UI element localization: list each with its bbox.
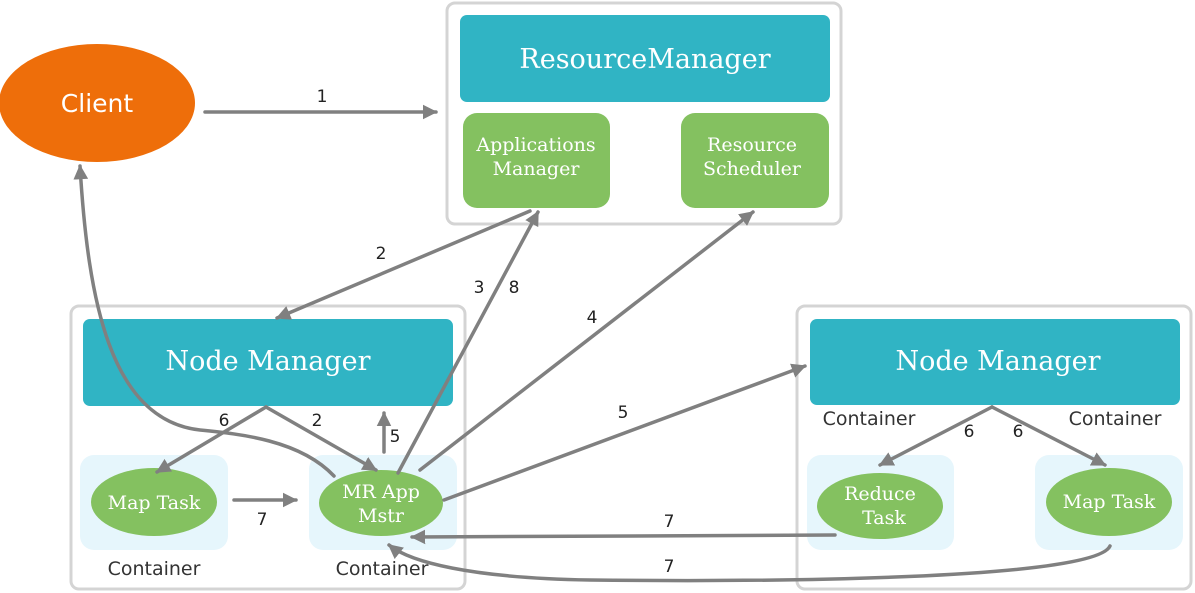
arrow-2-nm-to-mr (264, 405, 378, 472)
reduce-task-line2: Task (862, 507, 906, 529)
arrow-client-return (73, 164, 336, 478)
reduce-task (817, 473, 943, 539)
step-2-top: 2 (376, 244, 387, 264)
map-task-right (1046, 468, 1172, 536)
step-5-right: 5 (618, 403, 629, 423)
step-8: 8 (509, 278, 520, 298)
map-task-right-label: Map Task (1063, 491, 1156, 513)
arrow-6-right-b (990, 405, 1107, 467)
applications-manager-line1: Applications (475, 134, 595, 156)
container-right-1-label: Container (823, 408, 916, 430)
step-6-right-b: 6 (1013, 422, 1024, 442)
arrow-7-map (387, 543, 1112, 583)
arrow-2-rm-to-nm (275, 209, 532, 320)
node-manager-right-box (810, 319, 1180, 405)
mr-app-master (319, 470, 443, 536)
arrow-3 (396, 210, 540, 475)
step-6-left: 6 (219, 411, 230, 431)
step-5-up: 5 (390, 427, 401, 447)
container-left-1-label: Container (108, 558, 201, 580)
step-7-map: 7 (664, 557, 675, 577)
client-label: Client (61, 89, 134, 118)
resource-scheduler-box (681, 113, 829, 208)
map-task-left (91, 468, 217, 536)
container-right-2-label: Container (1069, 408, 1162, 430)
map-task-left-label: Map Task (108, 492, 201, 514)
resource-scheduler-line2: Scheduler (703, 158, 802, 180)
arrow-5-right (442, 363, 807, 502)
resource-manager-box (460, 15, 830, 102)
step-6-right-a: 6 (964, 422, 975, 442)
node-manager-left-title: Node Manager (165, 346, 370, 377)
mr-app-master-line1: MR App (342, 481, 420, 503)
client-node (0, 44, 195, 162)
applications-manager-line2: Manager (493, 158, 581, 180)
resource-manager-title: ResourceManager (519, 44, 770, 75)
container-left-2-label: Container (336, 558, 429, 580)
node-manager-left-box (83, 319, 453, 406)
step-3: 3 (474, 278, 485, 298)
arrow-4 (418, 210, 755, 472)
step-4: 4 (587, 308, 598, 328)
step-1: 1 (317, 87, 328, 107)
node-manager-right-title: Node Manager (895, 346, 1100, 377)
step-2-bottom: 2 (312, 411, 323, 431)
arrow-6-right-a (878, 405, 994, 467)
arrow-6-left (155, 405, 268, 474)
arrow-7-reduce (410, 529, 837, 545)
step-7-left: 7 (257, 510, 268, 530)
reduce-task-line1: Reduce (844, 483, 916, 505)
mr-app-master-line2: Mstr (358, 505, 405, 527)
applications-manager-box (463, 113, 610, 208)
step-7-reduce: 7 (664, 512, 675, 532)
resource-scheduler-line1: Resource (707, 134, 797, 156)
